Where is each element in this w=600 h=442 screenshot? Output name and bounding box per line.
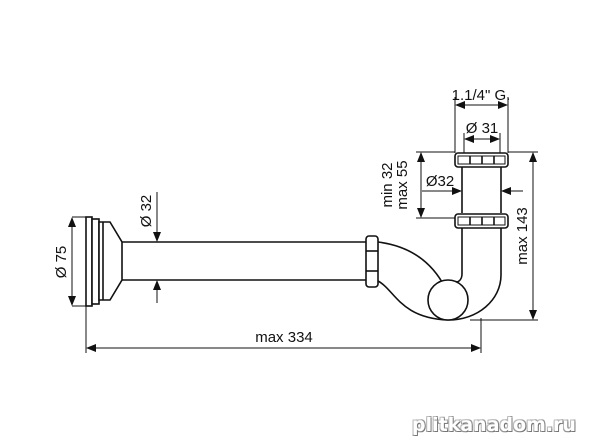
vertical-pipe (461, 167, 502, 213)
dimension-lines (68, 97, 538, 353)
max-length-label: max 334 (255, 329, 313, 346)
wall-flange (85, 216, 123, 307)
max-height-label: max 143 (514, 207, 531, 265)
elbow-nut (365, 235, 379, 288)
horizontal-pipe (122, 241, 367, 281)
horizontal-pipe-diameter-label: Ø 32 (138, 195, 155, 228)
trap-bend (377, 228, 502, 321)
lower-nut (454, 213, 509, 229)
vertical-pipe-diameter-label: Ø32 (426, 173, 454, 190)
flange-diameter-label: Ø 75 (53, 246, 70, 279)
upper-nut (454, 152, 509, 168)
siphon-outline (85, 152, 509, 321)
outlet-diameter-label: Ø 31 (466, 120, 499, 137)
min-height-label: min 32 (379, 162, 396, 207)
dimension-labels: 1.1/4" G. Ø 31 min 32 max 55 Ø32 max 143… (53, 87, 531, 346)
thread-label: 1.1/4" G. (452, 87, 511, 104)
max-height-range-label: max 55 (394, 160, 411, 209)
watermark: plitkanadom.ru (412, 414, 577, 436)
